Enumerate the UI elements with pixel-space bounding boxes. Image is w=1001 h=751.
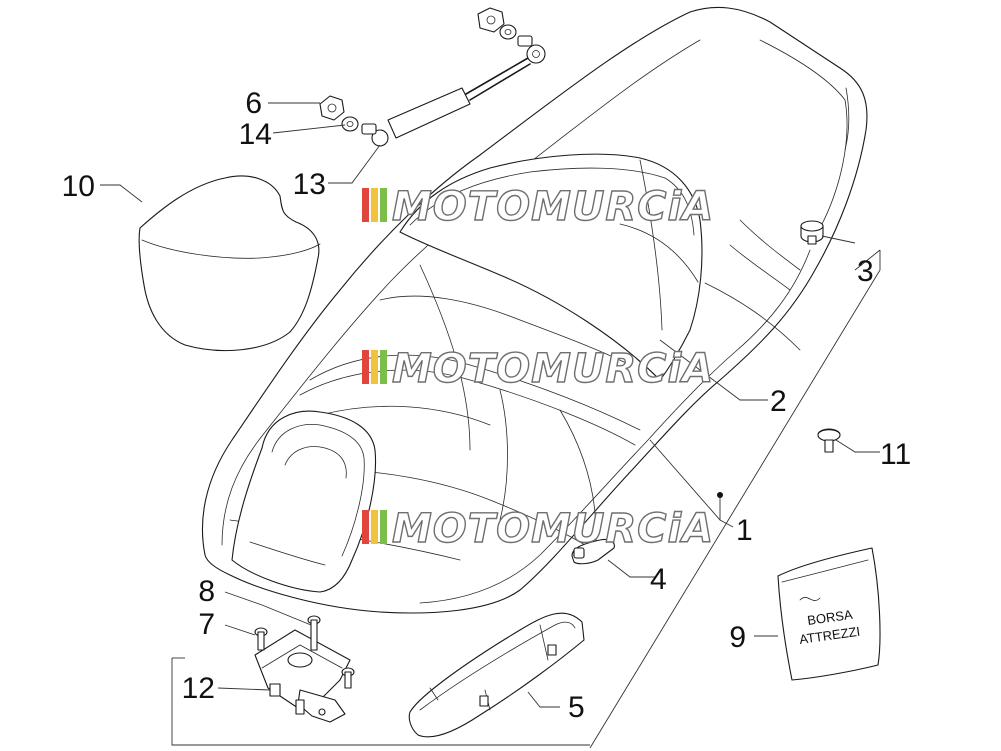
watermark-stripe-green: [380, 188, 387, 222]
callout-8: 8: [198, 575, 215, 608]
strut-ball-pin-lower: [361, 123, 377, 135]
callout-1: 1: [736, 514, 753, 547]
part-12-seat-latch: [254, 629, 351, 723]
watermark-stripe-red: [362, 510, 369, 544]
callout-9: 9: [729, 621, 746, 654]
part-6-nut: [319, 95, 345, 121]
watermark-stripe-green: [380, 350, 387, 384]
seat-rider-pad: [399, 153, 703, 381]
callout-3: 3: [857, 255, 874, 288]
part-5-under-seat-tray: [408, 612, 585, 738]
watermark-stripe-green: [380, 510, 387, 544]
strut-upper-hardware: [477, 7, 533, 47]
callout-labels: 10 6 14 13 3 2 11 1 4 5 8 7 12 9: [62, 87, 912, 724]
watermark-stripe-red: [362, 350, 369, 384]
callout-13: 13: [293, 168, 326, 201]
callout-5: 5: [568, 691, 585, 724]
watermark-text: MOTOMURCiA: [392, 184, 714, 230]
part-3-rubber-bumper: [800, 220, 824, 245]
callout-11: 11: [880, 438, 911, 471]
watermark-stripe-yellow: [371, 350, 378, 384]
part-14-washer: [341, 116, 359, 132]
callout-10: 10: [62, 170, 95, 203]
watermark-stripe-yellow: [371, 510, 378, 544]
leader-lines: [100, 102, 881, 749]
watermark-1: MOTOMURCiA: [362, 183, 714, 231]
seat-grab-cutout: [231, 410, 377, 593]
part-7-bolt: [254, 627, 268, 651]
seat-assembly: [201, 6, 868, 614]
callout-12: 12: [182, 672, 215, 705]
part-11-screw: [817, 428, 841, 453]
part-8-bolt: [307, 615, 321, 651]
part-4-hinge-bracket: [571, 538, 615, 565]
watermark-stripe-yellow: [371, 188, 378, 222]
watermark-3: MOTOMURCiA: [362, 505, 714, 553]
callout-4: 4: [650, 563, 667, 596]
part-13-gas-strut: [371, 44, 546, 147]
callout-2: 2: [770, 385, 787, 418]
watermark-stripe-red: [362, 188, 369, 222]
callout-7: 7: [198, 608, 215, 641]
watermark-2: MOTOMURCiA: [362, 345, 714, 393]
watermark-text: MOTOMURCiA: [392, 346, 714, 392]
callout-14: 14: [239, 118, 272, 151]
callout-6: 6: [245, 87, 262, 120]
part-10-seat-cover: [138, 175, 321, 352]
tool-bag-text-line1: BORSA: [806, 607, 853, 628]
watermark-text: MOTOMURCiA: [392, 506, 714, 552]
latch-side-bolt: [341, 667, 355, 689]
part-9-tool-bag: BORSA ATTREZZI: [777, 547, 881, 681]
